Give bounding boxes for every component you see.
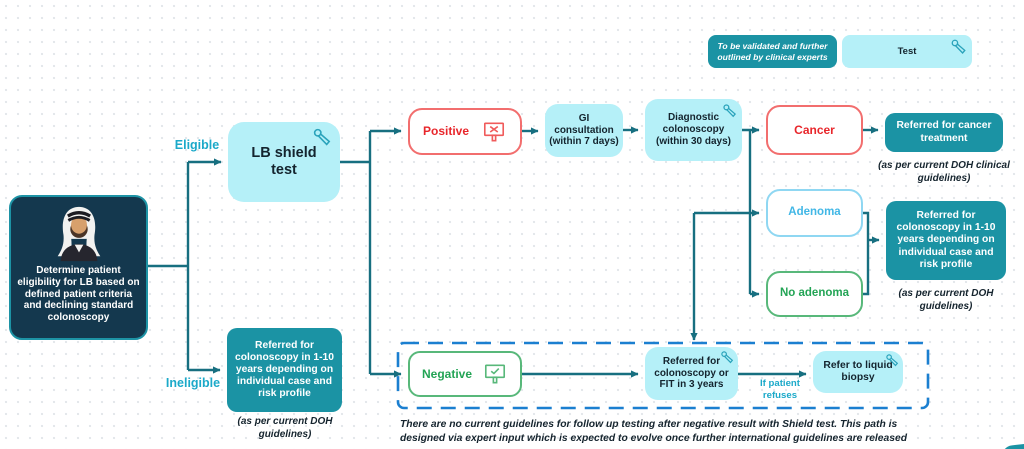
refer-liquid-biopsy-text: Refer to liquid biopsy bbox=[823, 359, 893, 383]
eligible-label: Eligible bbox=[174, 138, 220, 152]
node-no-adenoma: No adenoma bbox=[766, 271, 863, 317]
swab-icon bbox=[885, 353, 900, 372]
node-lb-shield-test: LB shield test bbox=[228, 122, 340, 202]
sign-x-icon bbox=[481, 119, 507, 145]
cancer-text: Cancer bbox=[794, 122, 835, 137]
ineligible-label: Ineligible bbox=[165, 376, 221, 390]
cancer-guidelines-caption: (as per current DOH clinical guidelines) bbox=[878, 160, 1010, 184]
node-negative: Negative bbox=[408, 351, 522, 397]
cutoff-shape bbox=[1000, 441, 1024, 449]
legend-test-key: Test bbox=[842, 35, 972, 68]
start-node-text: Determine patient eligibility for LB bas… bbox=[17, 265, 140, 324]
left-guidelines-caption: (as per current DOH guidelines) bbox=[237, 416, 333, 440]
legend-validation-note-text: To be validated and further outlined by … bbox=[717, 41, 828, 62]
positive-text: Positive bbox=[422, 124, 470, 139]
no-adenoma-text: No adenoma bbox=[779, 287, 849, 300]
node-referred-colonoscopy-fit: Referred for colonoscopy or FIT in 3 yea… bbox=[645, 347, 738, 400]
node-referred-colonoscopy-right: Referred for colonoscopy in 1-10 years d… bbox=[886, 201, 1006, 280]
node-gi-consultation: GI consultation (within 7 days) bbox=[545, 104, 623, 157]
patient-avatar-icon bbox=[48, 203, 110, 265]
node-adenoma: Adenoma bbox=[766, 189, 863, 237]
referred-colonoscopy-left-text: Referred for colonoscopy in 1-10 years d… bbox=[235, 339, 334, 400]
if-patient-refuses-label: If patient refuses bbox=[760, 378, 800, 401]
diagnostic-colonoscopy-text: Diagnostic colonoscopy (within 30 days) bbox=[655, 112, 731, 147]
swab-icon bbox=[720, 350, 735, 369]
legend-validation-note: To be validated and further outlined by … bbox=[708, 35, 837, 68]
referred-cancer-treatment-text: Referred for cancer treatment bbox=[896, 120, 992, 144]
swab-icon bbox=[312, 127, 333, 153]
node-referred-cancer-treatment: Referred for cancer treatment bbox=[885, 113, 1003, 152]
legend-test-label: Test bbox=[897, 45, 917, 57]
sign-check-icon bbox=[482, 361, 508, 387]
adenoma-text: Adenoma bbox=[788, 206, 841, 219]
lb-shield-test-text: LB shield test bbox=[251, 144, 317, 178]
gi-consultation-text: GI consultation (within 7 days) bbox=[549, 112, 619, 148]
node-refer-liquid-biopsy: Refer to liquid biopsy bbox=[813, 351, 903, 393]
swab-icon bbox=[722, 103, 738, 123]
node-cancer: Cancer bbox=[766, 105, 863, 155]
negative-text: Negative bbox=[421, 366, 473, 381]
referred-colonoscopy-fit-text: Referred for colonoscopy or FIT in 3 yea… bbox=[654, 355, 729, 391]
swab-icon bbox=[950, 38, 968, 59]
negative-path-footnote: There are no current guidelines for foll… bbox=[400, 419, 907, 445]
node-referred-colonoscopy-left: Referred for colonoscopy in 1-10 years d… bbox=[227, 328, 342, 412]
node-positive: Positive bbox=[408, 108, 522, 155]
right-guidelines-caption: (as per current DOH guidelines) bbox=[898, 288, 994, 312]
node-diagnostic-colonoscopy: Diagnostic colonoscopy (within 30 days) bbox=[645, 99, 742, 161]
start-node: Determine patient eligibility for LB bas… bbox=[9, 195, 148, 340]
referred-colonoscopy-right-text: Referred for colonoscopy in 1-10 years d… bbox=[896, 210, 996, 270]
